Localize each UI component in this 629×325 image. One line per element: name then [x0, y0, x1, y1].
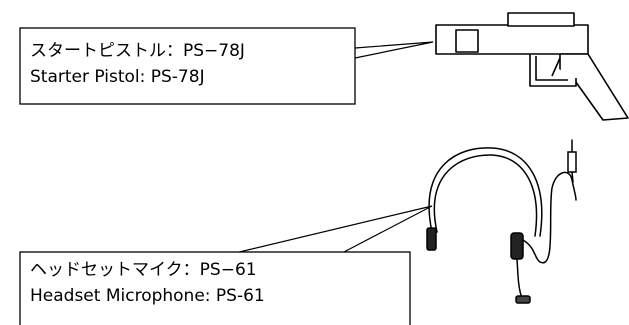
headset-headband-inner: [433, 154, 538, 237]
pistol-top-rib: [507, 12, 575, 27]
headset-plug-neck: [571, 171, 574, 183]
headset-mic-boom: [516, 258, 523, 299]
headset-microphone-label: ヘッドセットマイク：PS−61 Headset Microphone: PS-6…: [30, 257, 265, 309]
headset-microphone-label-en: Headset Microphone: PS-61: [30, 286, 265, 306]
headset-left-earpad: [426, 227, 437, 251]
pistol-trigger-guard-inner: [535, 56, 568, 81]
headset-headband: [428, 147, 543, 237]
starter-pistol-callout-box: [19, 27, 356, 105]
pistol-grip: [559, 53, 629, 121]
pistol-muzzle: [455, 29, 479, 53]
starter-pistol-leader-line: [354, 41, 434, 59]
headset-callout: [19, 205, 433, 325]
headset-microphone-icon: [426, 139, 577, 304]
pistol-trigger: [551, 57, 561, 77]
headset-plug-body: [567, 151, 577, 173]
starter-pistol-label: スタートピストル：PS−78J Starter Pistol: PS-78J: [30, 38, 245, 90]
headset-leader-line: [234, 205, 433, 254]
headset-microphone-label-jp: ヘッドセットマイク：PS−61: [30, 260, 257, 280]
headset-callout-box: [19, 251, 411, 325]
headset-mic-capsule: [515, 295, 531, 304]
headset-cable: [522, 171, 577, 264]
starter-pistol-label-en: Starter Pistol: PS-78J: [30, 67, 205, 87]
starter-pistol-callout: [19, 27, 434, 105]
starter-pistol-label-jp: スタートピストル：PS−78J: [30, 41, 245, 61]
headset-right-earpad: [510, 232, 524, 260]
starter-pistol-icon: [435, 12, 629, 121]
